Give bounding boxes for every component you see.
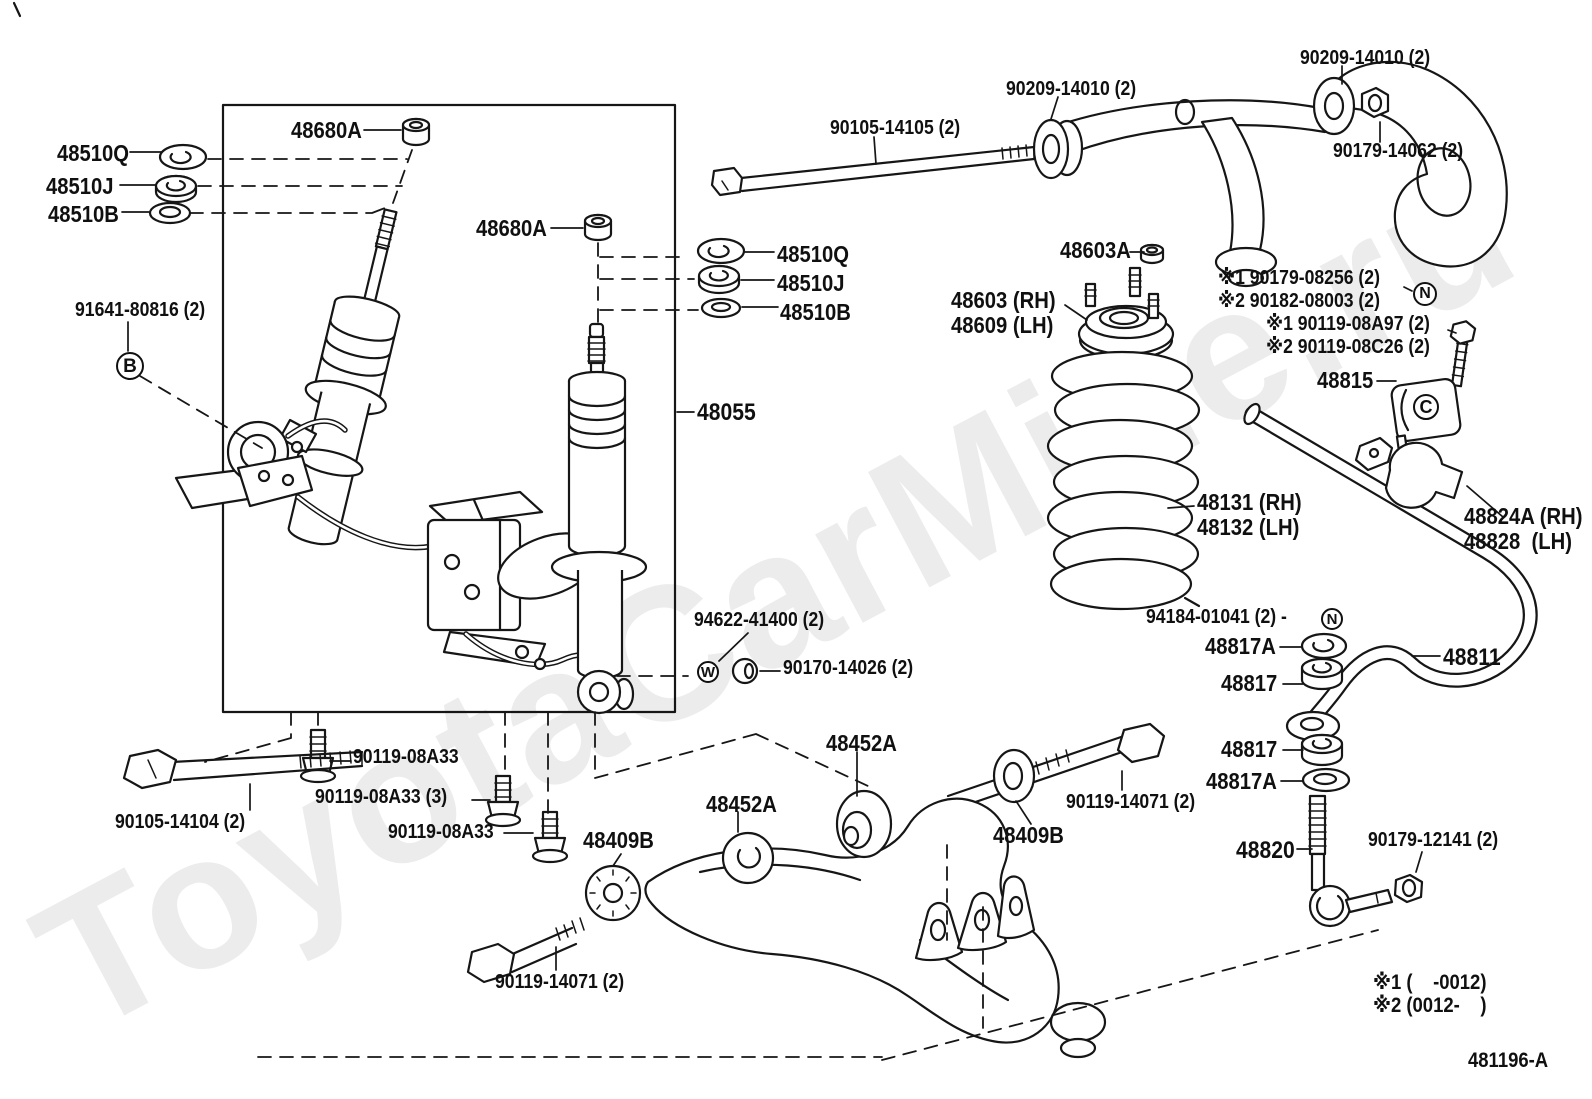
shock-absorber-right-illustration [550,322,648,715]
part-label-90209-14010-b: 90209-14010 (2) [1300,47,1431,69]
part-label-48680a-right: 48680A [476,215,547,241]
part-label-90119-08a33-1: 90119-08A33 [353,746,459,768]
arm-nut [1360,86,1390,119]
part-label-90105-14105: 90105-14105 (2) [830,117,961,139]
shock-absorber-left-illustration [287,208,401,546]
stabilizer-bar-illustration [1243,402,1538,742]
part-label-note-range-1: ※1 ( -0012) [1373,971,1487,994]
part-label-90119-14071-r: 90119-14071 (2) [1066,791,1196,813]
part-label-90179-14062: 90179-14062 (2) [1333,140,1464,162]
cushion-retainer-set-right [583,213,746,319]
cam-washer-right [992,748,1036,804]
part-label-48811: 48811 [1443,644,1501,671]
fastener-marker-W: W [697,661,719,683]
part-label-48817-upper: 48817 [1221,670,1278,696]
stabilizer-link-illustration [1308,794,1394,928]
part-label-48820: 48820 [1236,837,1295,864]
fastener-marker-N: N [1413,282,1437,306]
arm-bushing-right [835,789,893,859]
cam-disc-left-2 [721,831,775,885]
part-label-note-90119-08c26: ※2 90119-08C26 (2) [1266,336,1430,358]
part-label-48603-48609: 48603 (RH)48609 (LH) [951,287,1056,338]
part-label-note-90182-08003: ※2 90182-08003 (2) [1218,290,1380,312]
part-label-drawing-code: 481196-A [1468,1049,1549,1072]
part-label-48510j-left: 48510J [46,173,114,199]
part-label-90105-14104: 90105-14104 (2) [115,811,246,833]
stabilizer-bracket [1354,436,1464,509]
part-label-90119-08a33-3: 90119-08A33 [388,821,494,843]
bolt-90170-14026 [731,657,759,685]
part-label-48131-48132: 48131 (RH)48132 (LH) [1197,489,1302,540]
part-label-90119-08a33-2: 90119-08A33 (3) [315,786,448,808]
part-label-48680a-left: 48680A [291,117,362,143]
part-label-48452a-right: 48452A [826,730,897,756]
part-label-note-90119-08a97: ※1 90119-08A97 (2) [1266,313,1430,335]
bolt-90105-14104 [122,748,364,790]
part-label-48452a-left: 48452A [706,791,777,817]
cam-disc-left [584,864,642,922]
part-label-48815: 48815 [1317,367,1374,393]
bolt-14071-right [946,722,1166,812]
part-label-48510q-right: 48510Q [777,241,850,267]
stabilizer-link-cushions [1300,632,1351,793]
part-label-48409b-left: 48409B [583,827,654,853]
dashed-lines [139,149,1379,1061]
part-label-90179-12141: 90179-12141 (2) [1368,829,1499,851]
flange-bolt-3 [531,810,569,864]
part-label-note-range-2: ※2 (0012- ) [1373,994,1487,1017]
part-label-90209-14010-a: 90209-14010 (2) [1006,78,1137,100]
flange-bolt-2 [484,774,522,828]
bolt-14071-left [466,917,585,984]
link-nut [1393,873,1424,904]
fastener-marker-C: C [1413,394,1439,420]
part-label-48510b-right: 48510B [780,299,851,325]
upper-arm-shaft-bolt [710,144,1036,197]
part-label-48510q-left: 48510Q [57,140,130,166]
part-label-90170-14026: 90170-14026 (2) [783,657,914,679]
coil-spring-illustration [1046,350,1201,611]
part-label-48817a-lower: 48817A [1206,768,1277,794]
part-label-48603a: 48603A [1060,237,1131,263]
shock-clamp [278,418,318,454]
small-bolt-glyph [1449,320,1477,388]
part-label-48824a-48828: 48824A (RH)48828 (LH) [1464,503,1583,554]
part-label-48409b-right: 48409B [993,822,1064,848]
part-label-48510b-left: 48510B [48,201,119,227]
part-label-48510j-right: 48510J [777,270,845,296]
part-label-91641-80816: 91641-80816 (2) [75,299,206,321]
part-label-48817-lower: 48817 [1221,736,1278,762]
part-label-48055: 48055 [697,399,756,426]
fastener-marker-N: N [1321,608,1343,630]
detail-box [221,103,677,714]
part-label-94622-41400: 94622-41400 (2) [694,609,825,631]
part-label-48817a-upper: 48817A [1205,633,1276,659]
support-sub-assembly-illustration [1077,266,1175,361]
part-label-note-90179-08256: ※1 90179-08256 (2) [1218,267,1380,289]
fastener-marker-B: B [116,352,144,380]
corner-tick [12,1,22,18]
leader-lines [119,65,1504,971]
part-label-90119-14071-bl: 90119-14071 (2) [495,971,625,993]
part-label-94184-01041: 94184-01041 (2) - [1146,606,1287,628]
